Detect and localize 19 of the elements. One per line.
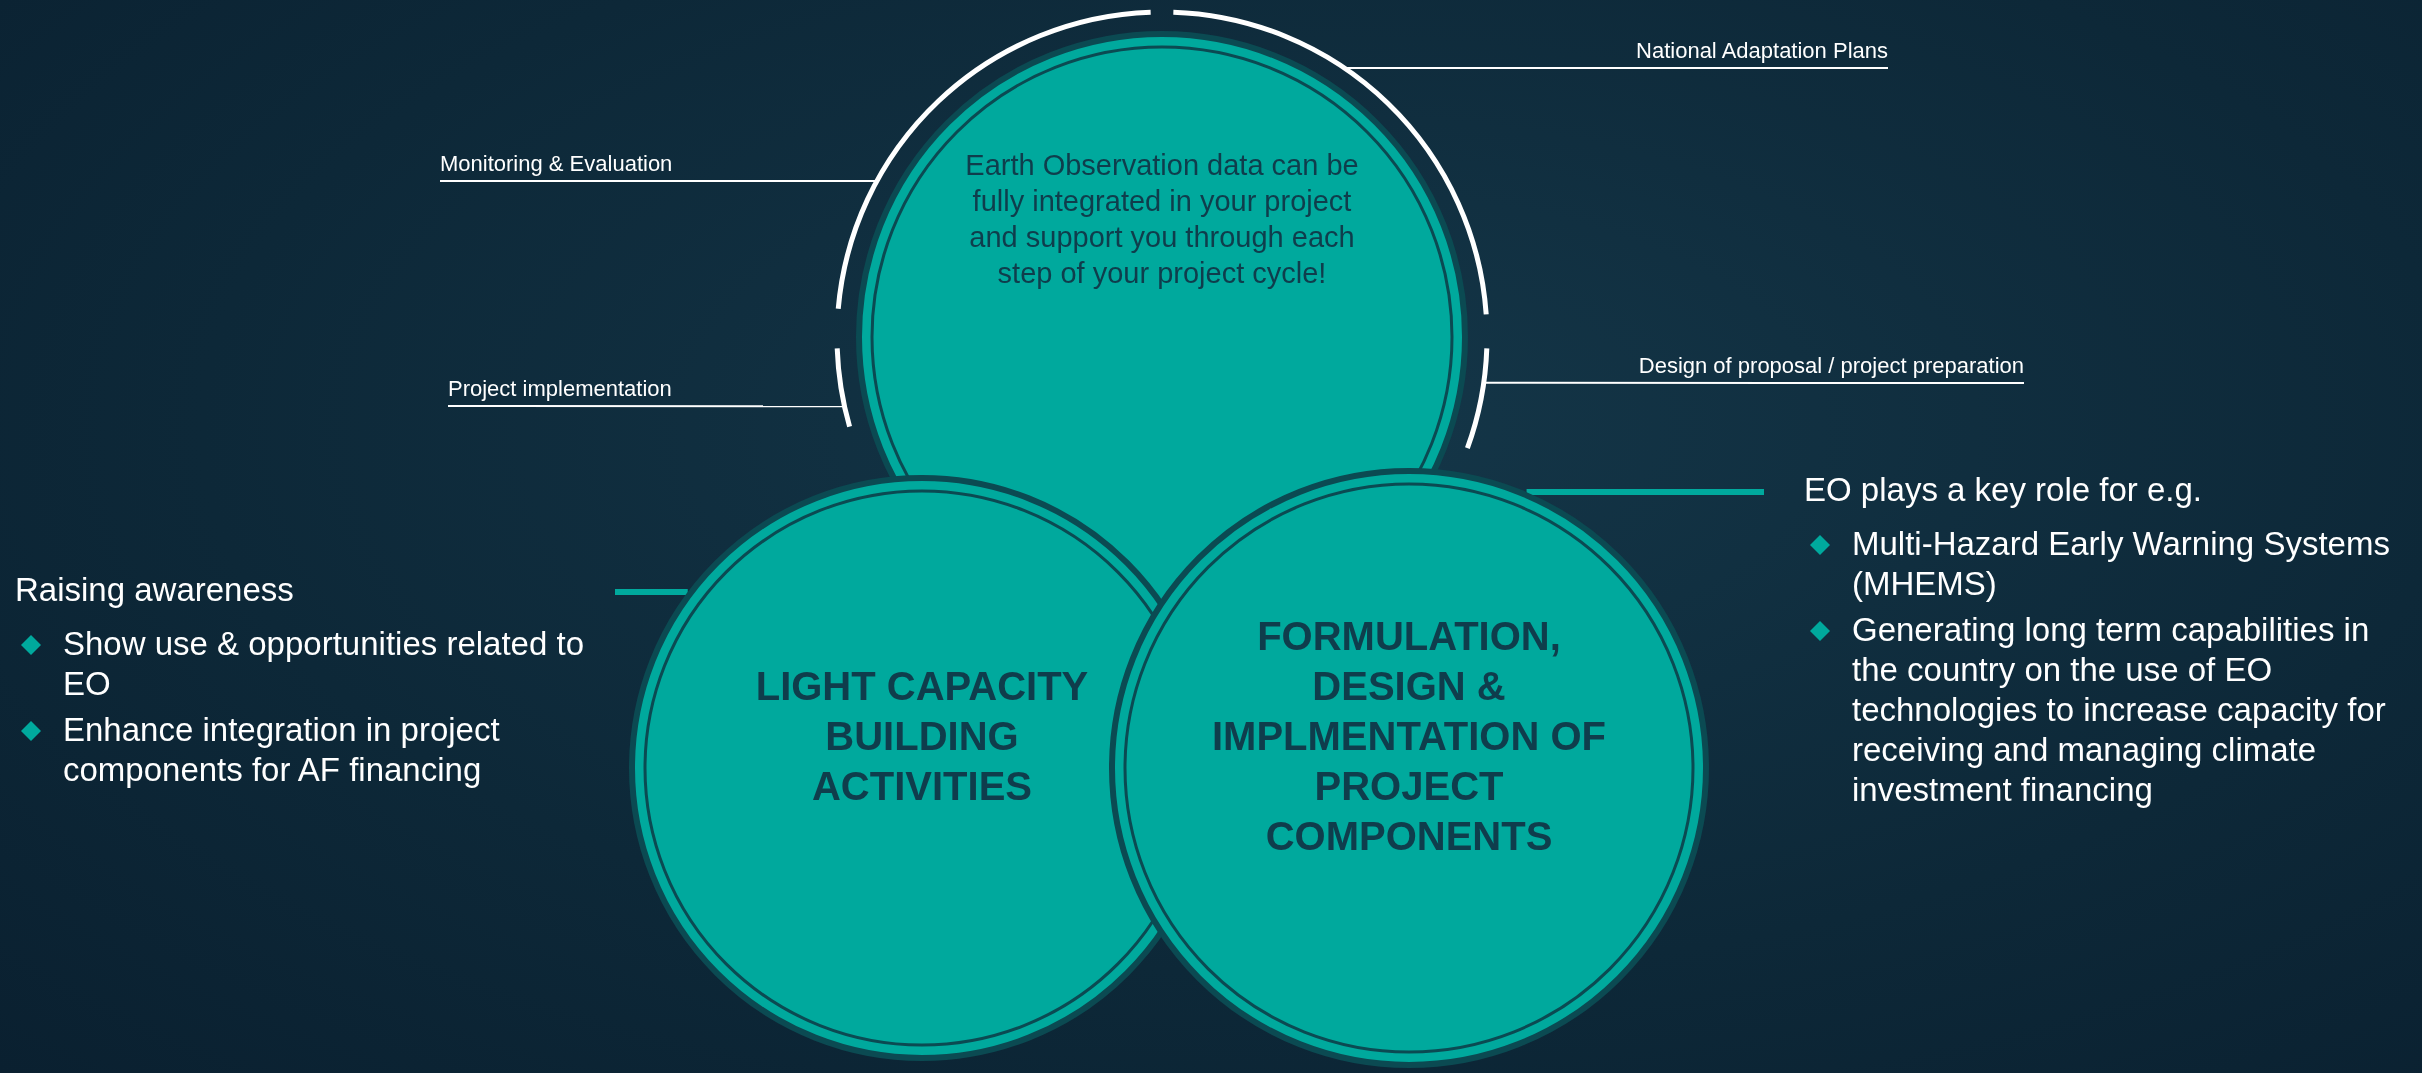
leader-line — [615, 589, 688, 595]
circle-label: Earth Observation data can be fully integrated in your project and support you through each step of your project cycle! — [964, 147, 1360, 292]
circle-label: FORMULATION, DESIGN & IMPLMENTATION OF PROJECT COMPONENTS — [1211, 613, 1607, 860]
leader-line — [439, 179, 878, 182]
leader-line — [1526, 489, 1764, 495]
bullet-text: Enhance integration in project components for AF financing — [63, 710, 501, 790]
step-label: Monitoring & Evaluation — [440, 150, 673, 178]
bullet-text: Show use & opportunities related to EO — [63, 624, 585, 704]
ring-arc — [834, 348, 852, 428]
heading-text: Raising awareness — [15, 570, 295, 610]
ring-arc — [1465, 348, 1490, 449]
step-label: Design of proposal / project preparation — [1638, 352, 2024, 380]
bullet-text: Multi-Hazard Early Warning Systems (MHEMS) — [1852, 524, 2391, 604]
step-label: Project implementation — [448, 375, 672, 403]
heading-text: EO plays a key role for e.g. — [1804, 470, 2203, 510]
bullet-text: Generating long term capabilities in the country on the use of EO technologies to increase capacity for receiving and managing climate investment financing — [1852, 610, 2387, 810]
step-label: National Adaptation Plans — [1636, 37, 1888, 65]
leader-line — [447, 405, 846, 408]
circle-label: LIGHT CAPACITY BUILDING ACTIVITIES — [754, 663, 1090, 810]
